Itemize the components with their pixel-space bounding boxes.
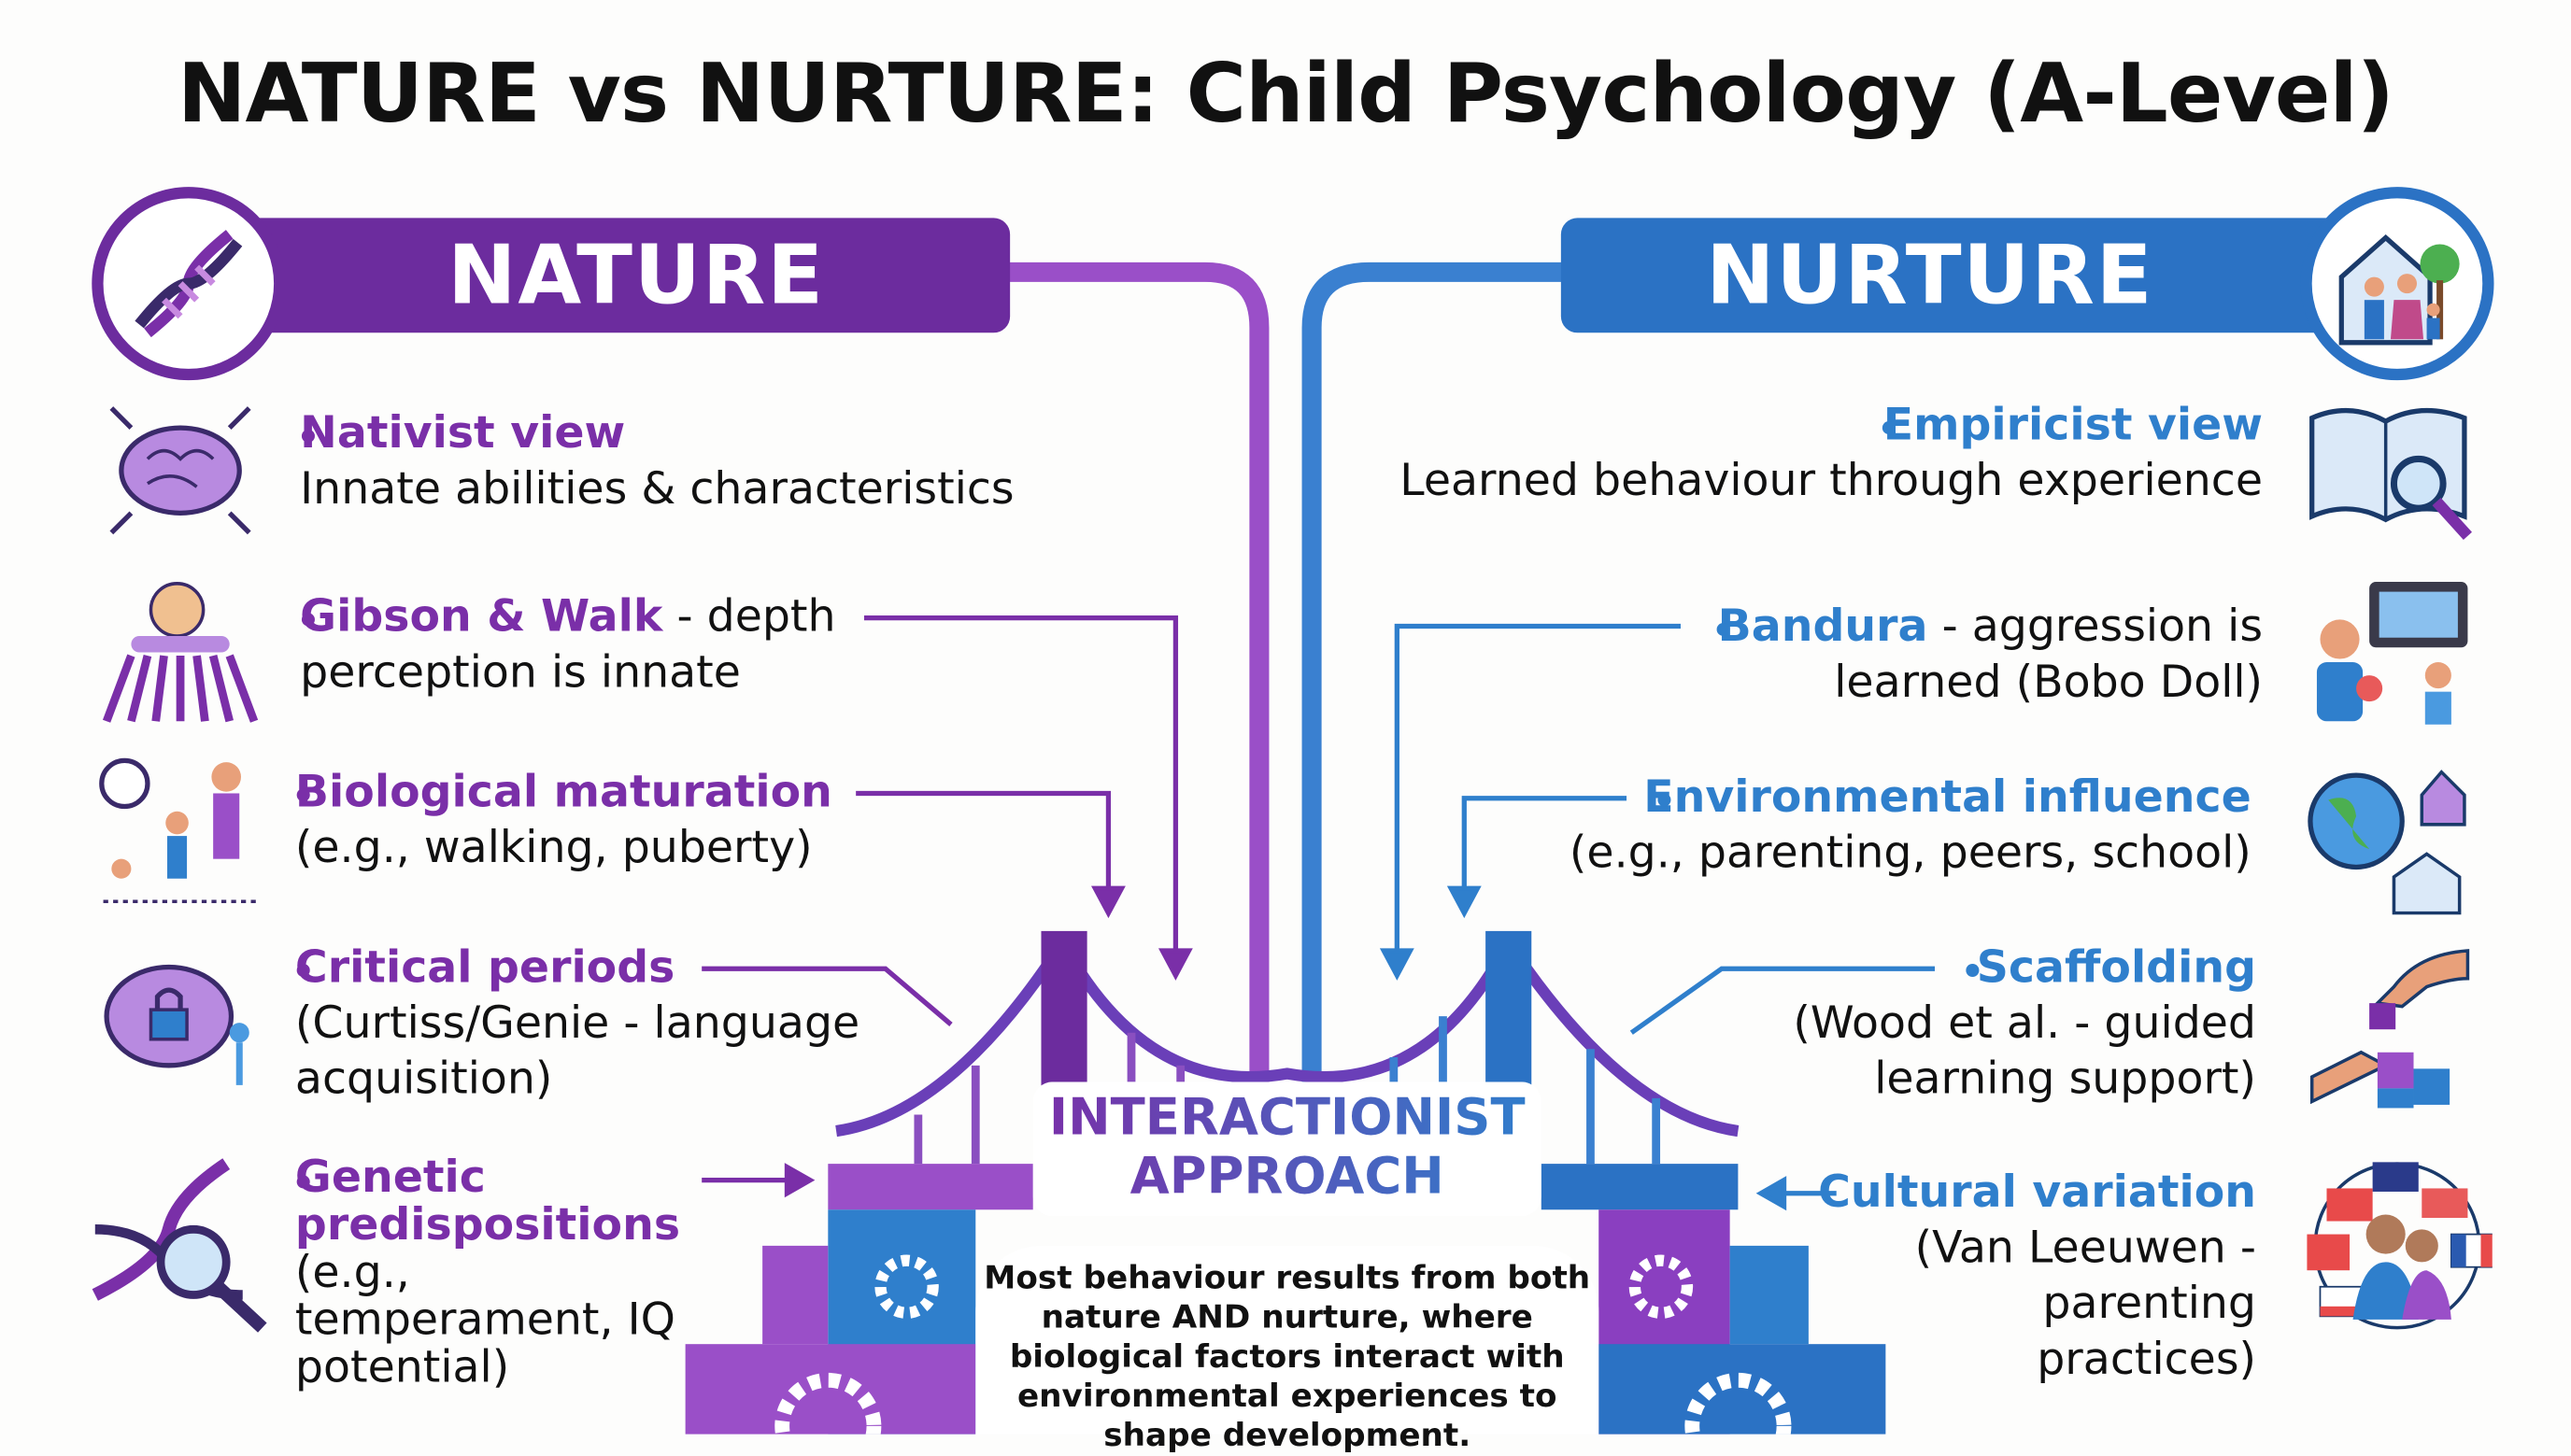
item-detail: (Curtiss/Genie - language acquisition) [294, 997, 860, 1105]
growth-clock-icon [99, 757, 256, 904]
item-heading: Biological maturation [294, 767, 832, 818]
arrows [702, 615, 1936, 1211]
family-house-icon [2300, 187, 2494, 381]
nature-item-maturation: Biological maturation (e.g., walking, pu… [295, 766, 832, 877]
book-magnifier-icon [2309, 408, 2472, 541]
flags-family-icon [2307, 1162, 2493, 1330]
item-heading: Scaffolding [1976, 942, 2257, 994]
nature-item-gibson-walk: Gibson & Walk - depth perception is inna… [300, 590, 835, 701]
nature-item-nativist: Nativist view Innate abilities & charact… [300, 406, 1014, 517]
interactionist-title-line1: INTERACTIONIST [1033, 1088, 1541, 1147]
nature-item-critical-periods: Critical periods (Curtiss/Genie - langua… [295, 940, 886, 1108]
nature-header: NATURE [229, 218, 1011, 333]
item-heading: Nativist view [300, 408, 626, 459]
nature-item-genetic: Genetic predispositions (e.g., temperame… [295, 1154, 721, 1392]
item-heading: Critical periods [294, 942, 675, 994]
page-title: NATURE vs NURTURE: Child Psychology (A-L… [177, 46, 2394, 141]
item-detail: (e.g., parenting, peers, school) [1569, 827, 2251, 879]
tv-child-icon [2316, 582, 2468, 725]
brain-icon [109, 406, 251, 535]
item-rest: - depth [662, 591, 836, 643]
item-rest: - aggression is [1927, 601, 2264, 653]
interactionist-description: Most behaviour results from both nature … [975, 1245, 1599, 1454]
item-detail: (e.g., temperament, IQ potential) [294, 1247, 675, 1393]
item-heading: Gibson & Walk [300, 591, 663, 643]
dna-magnifier-icon [92, 1158, 267, 1333]
item-detail: Learned behaviour through experience [1399, 455, 2264, 507]
item-detail: learned (Bobo Doll) [1834, 657, 2264, 709]
item-heading: Cultural variation [1818, 1166, 2257, 1219]
nurture-item-empiricist: Empiricist view Learned behaviour throug… [1399, 398, 2263, 509]
nurture-item-environmental: Environmental influence (e.g., parenting… [1570, 770, 2251, 882]
nurture-bullets [1657, 421, 1980, 978]
interactionist-title-box: INTERACTIONIST APPROACH [1032, 1081, 1541, 1217]
item-heading: Bandura [1717, 601, 1928, 653]
item-detail: (Van Leeuwen - parenting practices) [1914, 1223, 2257, 1386]
nature-header-label: NATURE [447, 227, 825, 323]
nurture-header: NURTURE [1560, 218, 2332, 333]
baby-visual-cliff-icon [102, 582, 259, 723]
nature-bullets [296, 429, 315, 1189]
nurture-connector [1301, 262, 1583, 1082]
nurture-item-cultural: Cultural variation (Van Leeuwen - parent… [1813, 1166, 2256, 1389]
nurture-item-bandura: Bandura - aggression is learned (Bobo Do… [1718, 600, 2263, 711]
hands-blocks-icon [2309, 949, 2470, 1109]
item-detail: (Wood et al. - guided learning support) [1793, 997, 2257, 1105]
item-detail: Innate abilities & characteristics [300, 463, 1015, 516]
brain-lock-icon [104, 964, 249, 1085]
globe-school-icon [2308, 770, 2466, 915]
item-detail: (e.g., walking, puberty) [294, 823, 813, 874]
interactionist-title-line2: APPROACH [1033, 1148, 1541, 1207]
item-detail: perception is innate [300, 647, 741, 699]
item-heading: Environmental influence [1643, 771, 2251, 824]
nurture-item-scaffolding: Scaffolding (Wood et al. - guided learni… [1781, 940, 2256, 1108]
item-heading: Empiricist view [1882, 400, 2264, 451]
nature-connector [984, 262, 1270, 1082]
item-heading: Genetic predispositions [294, 1152, 681, 1251]
nurture-header-label: NURTURE [1706, 227, 2154, 323]
